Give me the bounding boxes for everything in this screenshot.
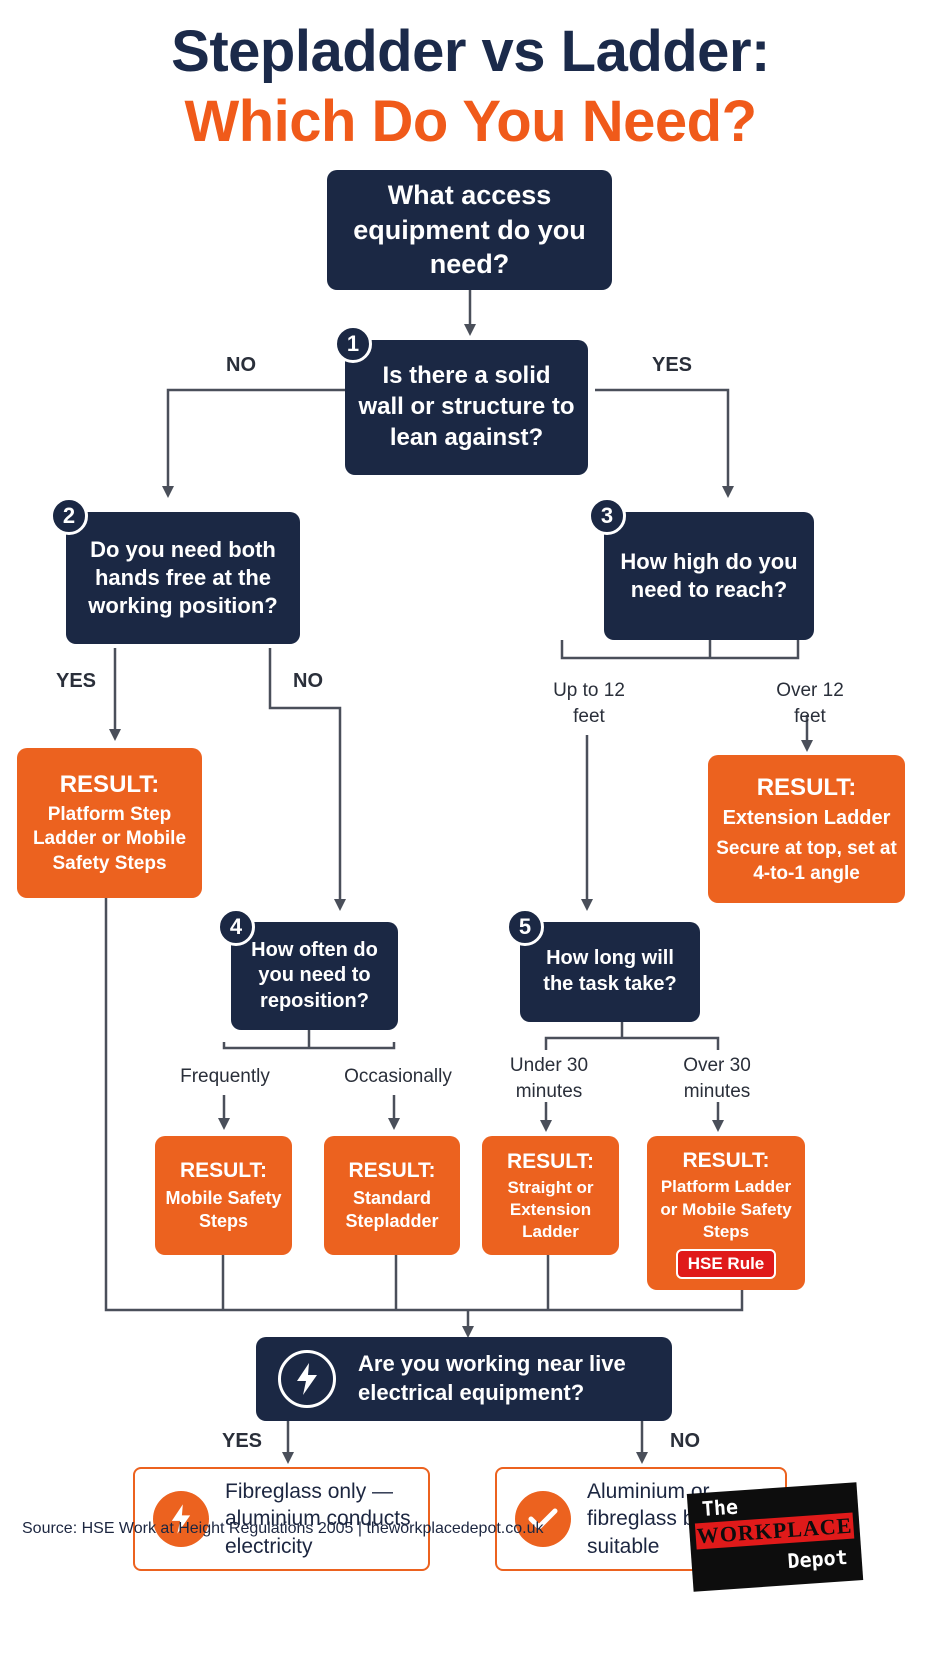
result-straight-ladder: RESULT: Straight or Extension Ladder — [482, 1136, 619, 1255]
result-heading: RESULT: — [756, 773, 857, 801]
q3-low-label: Up to 12 feet — [553, 680, 625, 727]
result-heading: RESULT: — [506, 1149, 595, 1173]
step-number-4: 4 — [217, 908, 255, 946]
result-extension-ladder: RESULT: Extension Ladder Secure at top, … — [708, 755, 905, 903]
q2-no-label: NO — [293, 670, 323, 692]
source-citation: Source: HSE Work at Height Regulations 2… — [22, 1520, 544, 1537]
result-body: Extension Ladder — [722, 806, 891, 829]
result-heading: RESULT: — [682, 1149, 770, 1173]
lightning-bolt-icon — [153, 1491, 209, 1547]
step-number-2: 2 — [50, 497, 88, 535]
logo-line-3: Depot — [786, 1545, 849, 1574]
connector — [544, 1036, 720, 1050]
result-platform-ladder: RESULT: Platform Ladder or Mobile Safety… — [647, 1136, 805, 1290]
electrical-question-text: Are you working near live electrical equ… — [358, 1351, 626, 1405]
result-body: Mobile Safety Steps — [165, 1187, 282, 1232]
step-number-5: 5 — [506, 908, 544, 946]
connector — [560, 640, 800, 660]
electrical-question-box: Are you working near live electrical equ… — [256, 1337, 672, 1421]
result-body: Standard Stepladder — [345, 1187, 439, 1232]
result-body: Straight or Extension Ladder — [507, 1178, 594, 1242]
start-node: What access equipment do you need? — [327, 170, 612, 290]
title-line-1: Stepladder vs Ladder: — [171, 19, 770, 84]
question-5-box: How long will the task take? — [520, 922, 700, 1022]
electrical-no-label: NO — [670, 1430, 700, 1452]
logo-line-1: The — [701, 1494, 739, 1522]
question-1-box: Is there a solid wall or structure to le… — [345, 340, 588, 475]
electrical-yes-label: YES — [222, 1430, 263, 1452]
connector — [595, 388, 734, 498]
q1-no-label: NO — [226, 354, 256, 376]
question-4-box: How often do you need to reposition? — [231, 922, 398, 1030]
question-3-box: How high do you need to reach? — [604, 512, 814, 640]
q4-occasional-label: Occasionally — [344, 1066, 452, 1087]
result-body: Platform Step Ladder or Mobile Safety St… — [32, 803, 187, 874]
result-note: Secure at top, set at 4-to-1 angle — [716, 837, 897, 884]
result-standard-stepladder: RESULT: Standard Stepladder — [324, 1136, 460, 1255]
connector — [104, 898, 744, 1312]
q2-yes-label: YES — [56, 670, 97, 692]
step-number-1: 1 — [334, 325, 372, 363]
q3-high-label: Over 12 feet — [776, 680, 844, 727]
lightning-bolt-icon — [278, 1350, 336, 1408]
result-mobile-safety-steps: RESULT: Mobile Safety Steps — [155, 1136, 292, 1255]
result-platform-step-ladder: RESULT: Platform Step Ladder or Mobile S… — [17, 748, 202, 898]
outcome-text: Fibreglass only — aluminium conducts ele… — [225, 1480, 411, 1558]
question-2-box: Do you need both hands free at the worki… — [66, 512, 300, 644]
result-heading: RESULT: — [59, 771, 160, 799]
workplace-depot-logo: The WORKPLACE Depot — [686, 1482, 864, 1592]
checkmark-icon — [515, 1491, 571, 1547]
connector — [162, 388, 345, 498]
q5-short-label: Under 30 minutes — [509, 1055, 589, 1102]
outcome-fibreglass-only: Fibreglass only — aluminium conducts ele… — [133, 1467, 430, 1571]
q5-long-label: Over 30 minutes — [683, 1055, 751, 1102]
result-heading: RESULT: — [179, 1159, 268, 1183]
step-number-3: 3 — [588, 497, 626, 535]
connector — [268, 648, 346, 911]
result-heading: RESULT: — [348, 1159, 436, 1183]
result-body: Platform Ladder or Mobile Safety Steps — [660, 1177, 792, 1241]
hse-rule-badge: HSE Rule — [675, 1248, 777, 1279]
title-line-2: Which Do You Need? — [184, 89, 757, 154]
q4-frequent-label: Frequently — [180, 1066, 270, 1087]
q1-yes-label: YES — [652, 354, 693, 376]
